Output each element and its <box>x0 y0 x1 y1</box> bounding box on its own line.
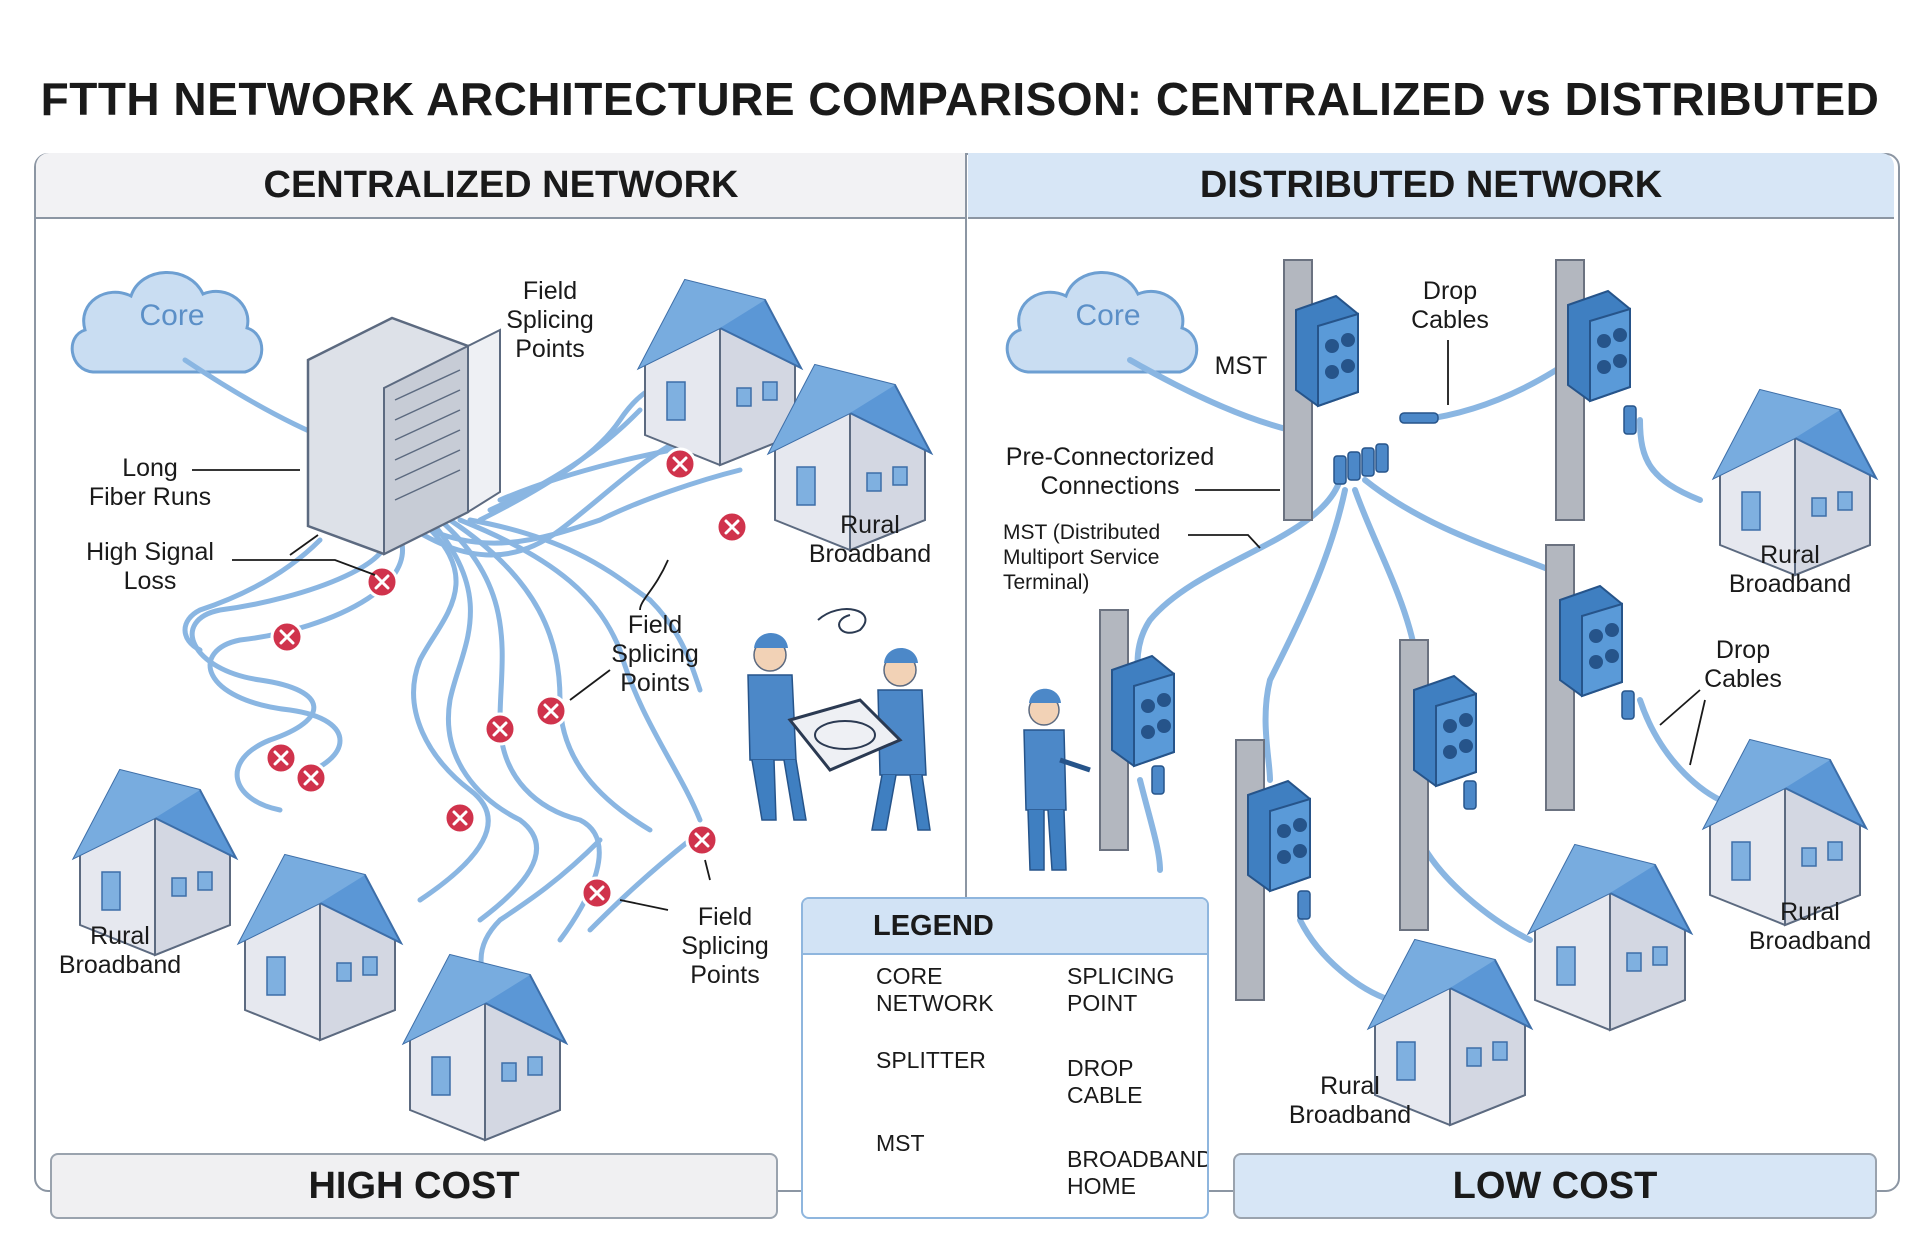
legend-drop-cable: DROP CABLE <box>1067 1055 1143 1108</box>
legend-splitter: SPLITTER <box>876 1047 986 1073</box>
label-rural-broadband-top-left: Rural Broadband <box>808 511 932 568</box>
label-high-signal-loss: High Signal Loss <box>86 538 214 595</box>
core-label-left: Core <box>139 299 204 332</box>
label-drop-cables-right: Drop Cables <box>1704 636 1782 693</box>
left-annotation-arrows <box>192 469 711 911</box>
distributed-header: DISTRIBUTED NETWORK <box>968 153 1894 219</box>
house-left-5 <box>403 954 567 1141</box>
label-mst: MST <box>1214 352 1268 380</box>
low-cost-banner: LOW COST <box>1233 1153 1877 1219</box>
panel-divider <box>965 153 967 898</box>
pre-connectorized-connectors <box>1151 405 1637 920</box>
core-label-right: Core <box>1075 299 1140 332</box>
centralized-header: CENTRALIZED NETWORK <box>36 153 966 219</box>
house-left-4 <box>238 854 402 1041</box>
label-rural-broadband-right: Rural Broadband <box>1748 898 1872 955</box>
label-mst-distributed: MST (Distributed Multiport Service Termi… <box>1003 521 1161 594</box>
label-long-fiber-runs: Long Fiber Runs <box>88 454 212 511</box>
label-field-splicing-top: Field Splicing Points <box>506 277 594 363</box>
label-rural-broadband-bottom: Rural Broadband <box>1288 1072 1412 1129</box>
legend-broadband-home: BROADBAND HOME <box>1067 1146 1209 1199</box>
house-right-3 <box>1528 844 1692 1031</box>
right-annotation-arrows <box>1188 340 1706 766</box>
field-technicians <box>747 608 931 831</box>
label-rural-broadband-top-right: Rural Broadband <box>1728 541 1852 598</box>
page-title: FTTH NETWORK ARCHITECTURE COMPARISON: CE… <box>40 73 1880 125</box>
label-field-splicing-mid: Field Splicing Points <box>611 611 699 697</box>
legend-core-network: CORE NETWORK <box>876 963 994 1016</box>
mst-technician <box>1023 688 1091 871</box>
high-cost-banner: HIGH COST <box>50 1153 778 1219</box>
label-field-splicing-bottom: Field Splicing Points <box>681 903 769 989</box>
legend-mst: MST <box>876 1130 925 1156</box>
central-splitter-cabinet <box>306 316 501 556</box>
legend-box: LEGEND CORE NETWORK SPLICING POINT SPLIT… <box>801 897 1209 1219</box>
legend-title: LEGEND <box>803 899 1207 955</box>
legend-splicing-point: SPLICING POINT <box>1067 963 1175 1016</box>
label-drop-cables-top: Drop Cables <box>1411 277 1489 334</box>
label-pre-connectorized: Pre-Connectorized Connections <box>1005 443 1215 500</box>
label-rural-broadband-left: Rural Broadband <box>58 922 182 979</box>
